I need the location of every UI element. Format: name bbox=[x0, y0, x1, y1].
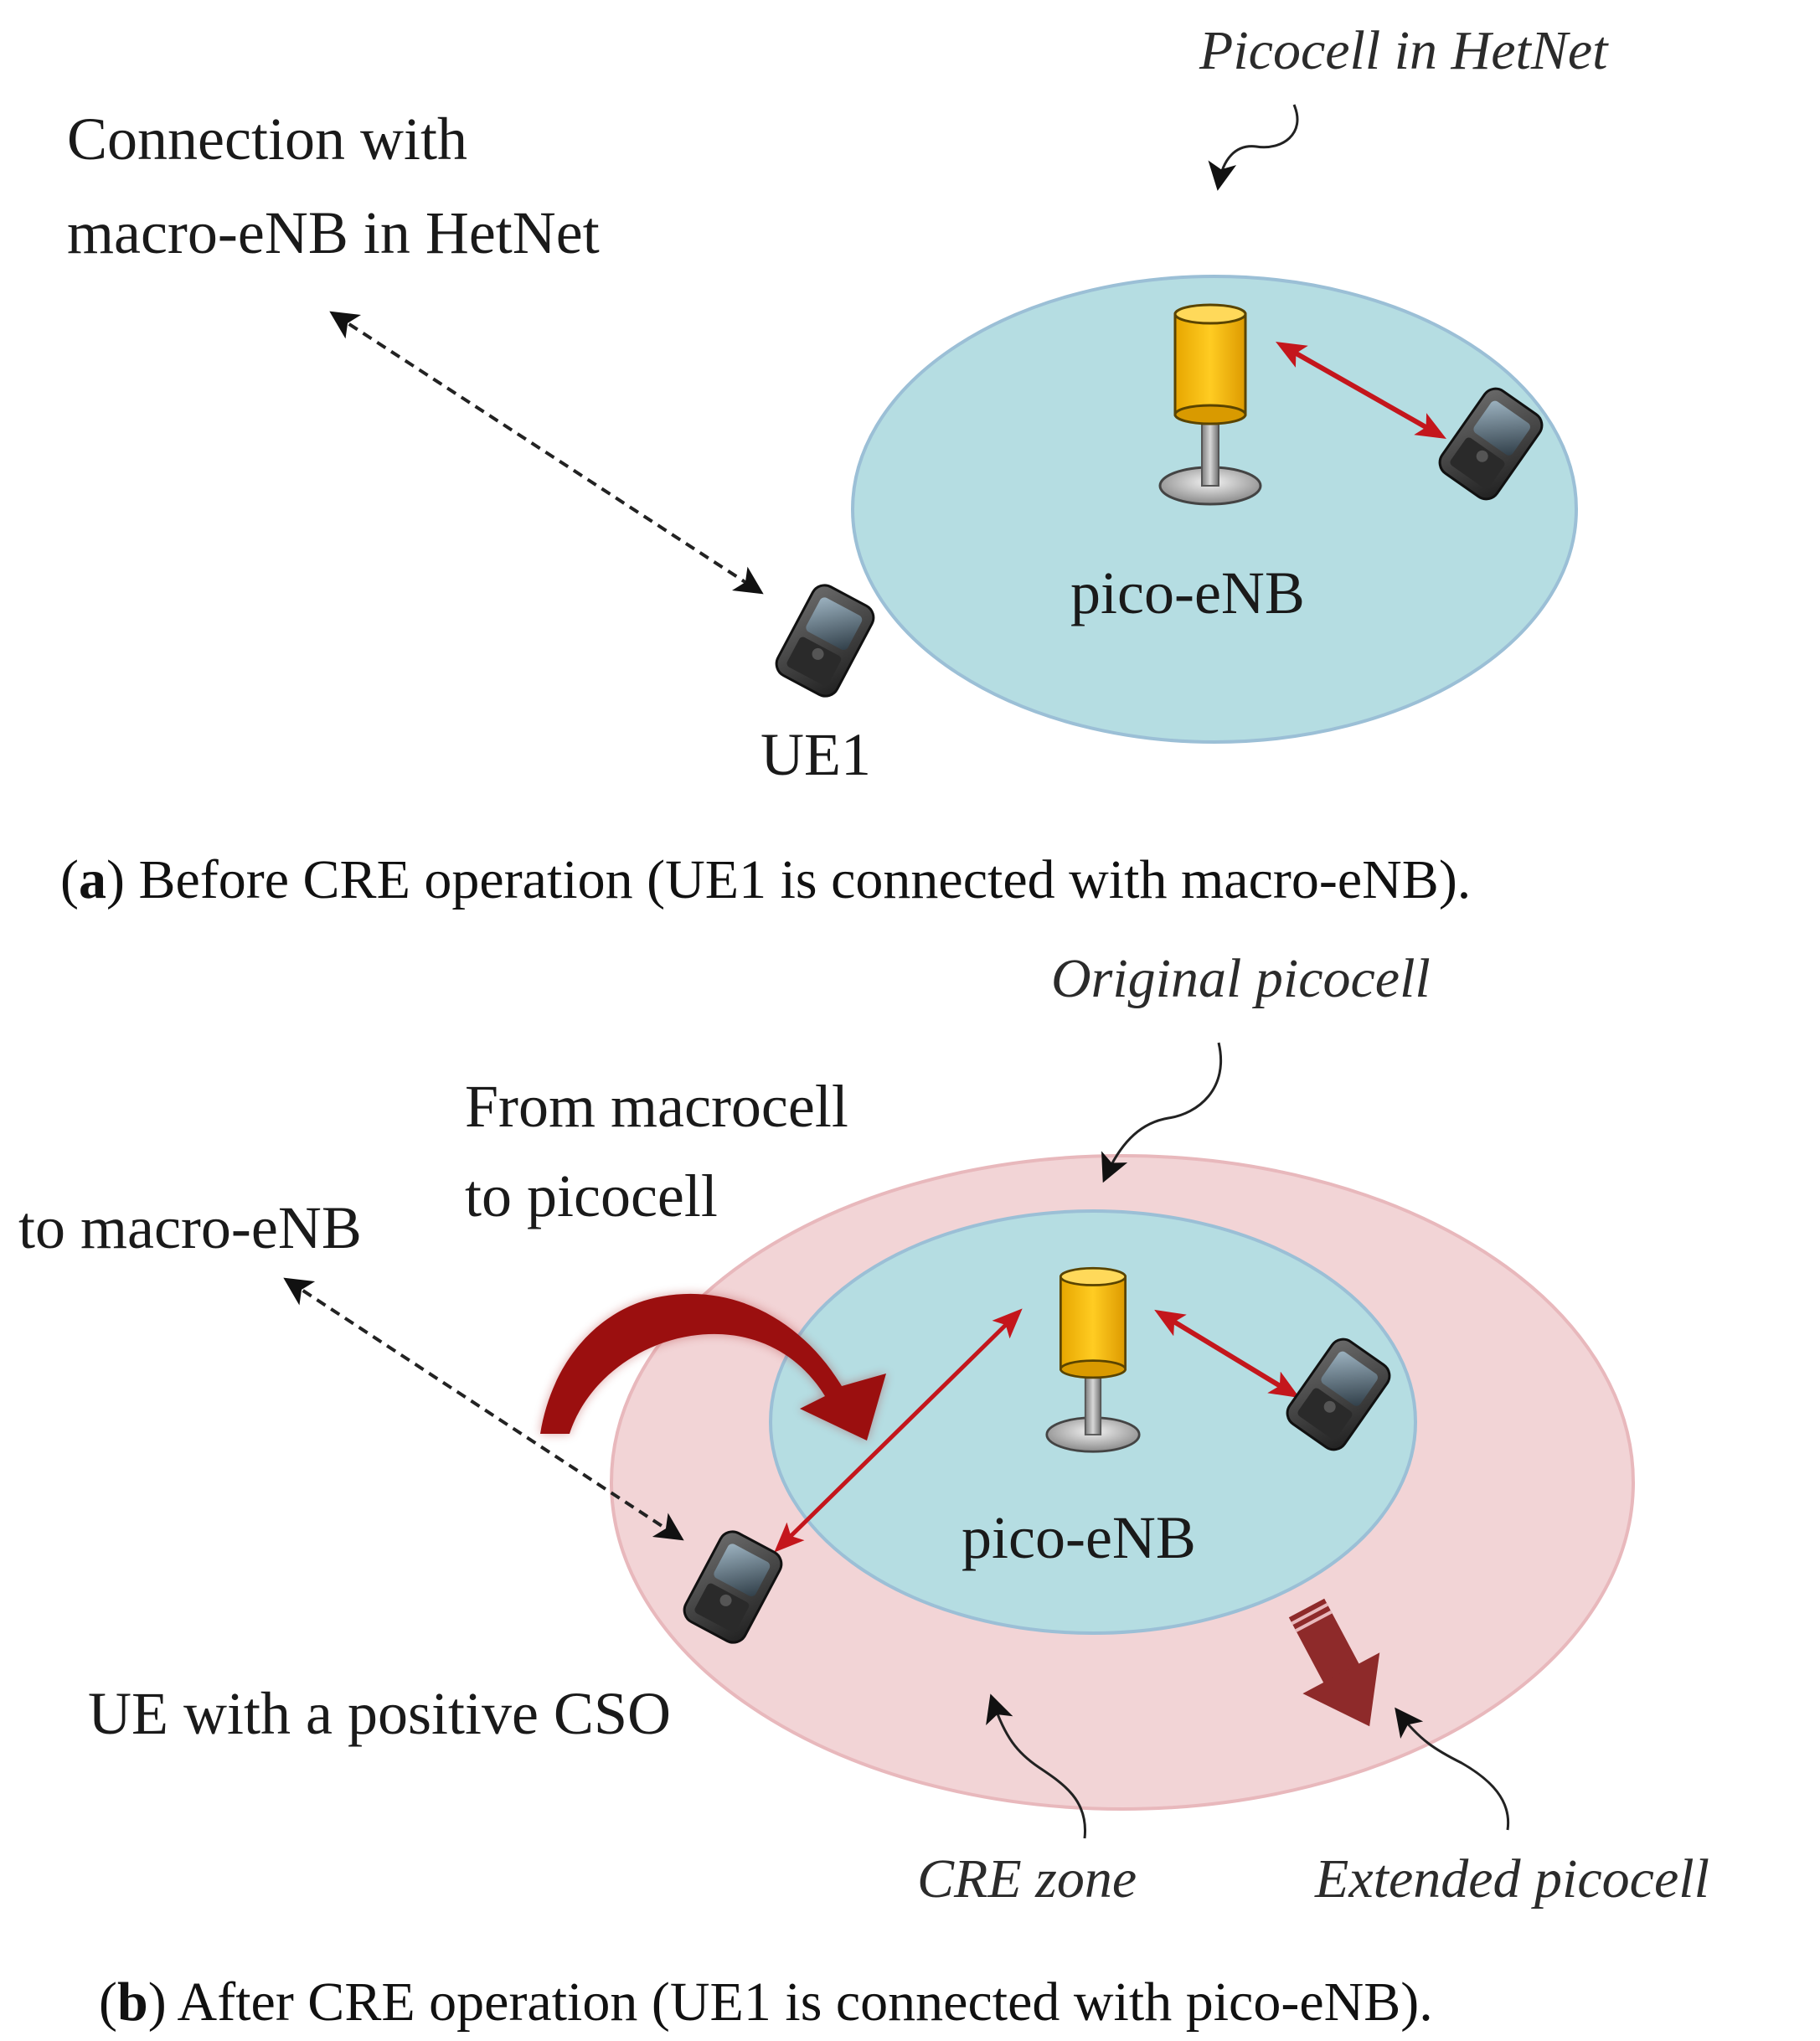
connection-label-line1: Connection with bbox=[67, 106, 467, 173]
pico-enb-icon-b bbox=[1045, 1266, 1141, 1453]
from-macrocell-label-line1: From macrocell bbox=[465, 1073, 848, 1140]
pico-red-link bbox=[1276, 342, 1446, 439]
ue1-phone-icon bbox=[771, 579, 879, 703]
original-picocell-pointer bbox=[1101, 1042, 1222, 1183]
extended-picocell-pointer bbox=[1395, 1707, 1510, 1831]
from-macrocell-label-line2: to picocell bbox=[465, 1162, 718, 1229]
pico-enb-icon bbox=[1158, 303, 1262, 506]
extended-picocell-label: Extended picocell bbox=[1314, 1848, 1709, 1910]
extend-arrow bbox=[1288, 1598, 1380, 1727]
pico-enb-label-b: pico-eNB bbox=[962, 1504, 1196, 1571]
handover-arrow bbox=[540, 1293, 886, 1441]
panel-a: Picocell in HetNet Connection with macro… bbox=[60, 20, 1609, 910]
cre-zone-pointer bbox=[986, 1693, 1087, 1839]
to-macro-enb-label: to macro-eNB bbox=[18, 1194, 362, 1261]
ue1-label: UE1 bbox=[760, 721, 871, 788]
original-picocell-label: Original picocell bbox=[1051, 948, 1431, 1009]
caption-b: (b) After CRE operation (UE1 is connecte… bbox=[99, 1971, 1433, 2033]
caption-a: (a) Before CRE operation (UE1 is connect… bbox=[60, 849, 1471, 910]
connection-label-line2: macro-eNB in HetNet bbox=[67, 199, 600, 266]
pico-red-link-b-right bbox=[1154, 1309, 1300, 1399]
panel-b: Original picocell From macrocell to pico… bbox=[18, 948, 1709, 2033]
picocell-pointer bbox=[1208, 104, 1299, 191]
macro-dashed-link-b bbox=[283, 1277, 684, 1541]
pico-enb-label: pico-eNB bbox=[1070, 559, 1305, 626]
ue-cso-label: UE with a positive CSO bbox=[88, 1680, 671, 1747]
ue-red-link bbox=[774, 1308, 1023, 1553]
picocell-label: Picocell in HetNet bbox=[1199, 20, 1609, 81]
cre-zone-label: CRE zone bbox=[917, 1848, 1137, 1910]
macro-dashed-link bbox=[329, 311, 764, 595]
